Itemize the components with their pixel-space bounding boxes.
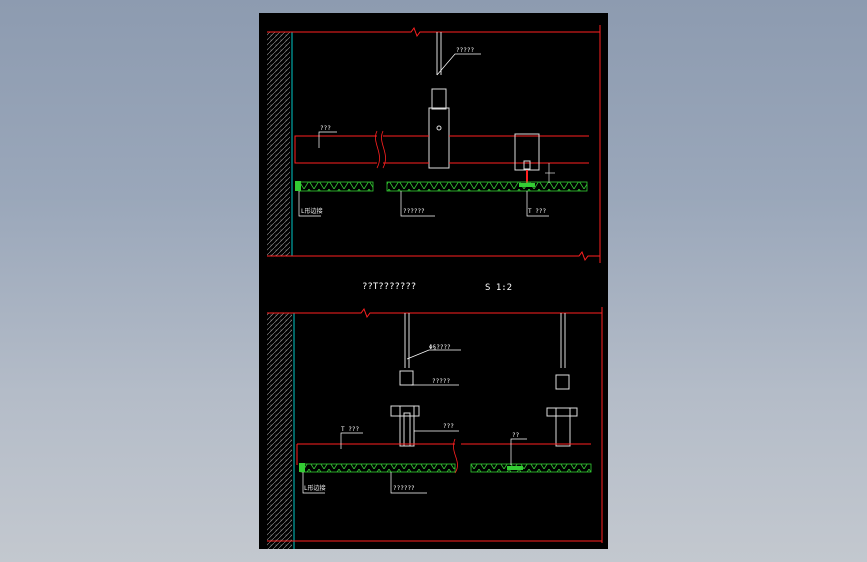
channel-break-2	[381, 130, 386, 169]
label-rod-top: ?????	[456, 47, 474, 54]
label-tclip-top: T ???	[528, 208, 546, 215]
channel-break-1	[375, 130, 380, 169]
wall-hatch-top	[267, 32, 290, 256]
cut-line-top	[267, 250, 600, 262]
leader-rod-bottom	[406, 349, 461, 360]
board-clip-bottom-left	[299, 463, 305, 472]
hanger-plate-b1	[390, 405, 420, 417]
label-board-top: ??????	[403, 208, 425, 215]
board-clip-top-left	[295, 181, 301, 191]
leader-lclip-bottom	[302, 472, 325, 494]
label-rod-bottom: Φ§????	[429, 344, 451, 351]
label-clip-bottom: ??	[512, 432, 520, 439]
label-lclip-top: L形边接	[301, 207, 323, 215]
board-bottom-left	[300, 463, 456, 473]
board-top-left	[298, 181, 374, 192]
label-channel-bottom: ???	[443, 423, 454, 430]
section-title: ??T???????	[362, 282, 416, 292]
main-channel-top	[294, 135, 589, 164]
leader-pipe-top	[318, 131, 337, 148]
leader-rod-top	[436, 53, 481, 76]
hanger-body-b2	[555, 407, 571, 447]
leader-tclip-bottom	[340, 432, 363, 449]
ceiling-line-top	[267, 26, 600, 38]
hanger-plate-b2	[546, 407, 578, 417]
label-lclip-bottom: L形边接	[304, 484, 326, 492]
leader-board-bottom	[390, 472, 427, 494]
board-clip-bottom-right	[507, 466, 523, 470]
wall-hatch-bottom	[267, 313, 292, 549]
hanger-nut-b1	[399, 370, 414, 386]
main-channel-bottom	[296, 443, 591, 465]
board-bottom-right	[470, 463, 592, 473]
hanger-bolt-top	[436, 125, 442, 131]
leader-tclip-top	[526, 191, 549, 217]
section-drawing: ????? ??? ?????? L形边接 T ??? ??T??????? S…	[267, 25, 603, 549]
hanger-clip-top	[431, 88, 447, 110]
label-pipe-top: ???	[320, 125, 331, 132]
ceiling-line-bottom	[267, 307, 602, 319]
section-scale: S 1:2	[485, 283, 512, 293]
top-section: ????? ??? ?????? L形边接 T ???	[267, 25, 601, 263]
leader-clip-bottom	[510, 438, 527, 465]
board-top-right	[386, 181, 588, 192]
hanger-body-b1	[399, 405, 415, 447]
t-clip-box-top	[514, 133, 540, 171]
label-hanger-bottom: ?????	[432, 378, 450, 385]
drawing-sheet: ????? ??? ?????? L形边接 T ??? ??T??????? S…	[259, 13, 608, 549]
leader-board-top	[400, 191, 435, 217]
hanger-body-top	[428, 107, 450, 169]
t-clip-small-top	[523, 160, 531, 170]
board-clip-top-right	[519, 183, 535, 187]
label-tclip-bottom: T ???	[341, 426, 359, 433]
label-board-bottom: ??????	[393, 485, 415, 492]
leader-lclip-top	[298, 191, 321, 217]
hanger-inner-b1	[403, 412, 411, 447]
bottom-section: Φ§???? ????? ??? T ??? ?? L形边接 ??????	[267, 307, 603, 549]
hanger-nut-b2	[555, 374, 570, 390]
channel-break-b	[453, 438, 458, 474]
